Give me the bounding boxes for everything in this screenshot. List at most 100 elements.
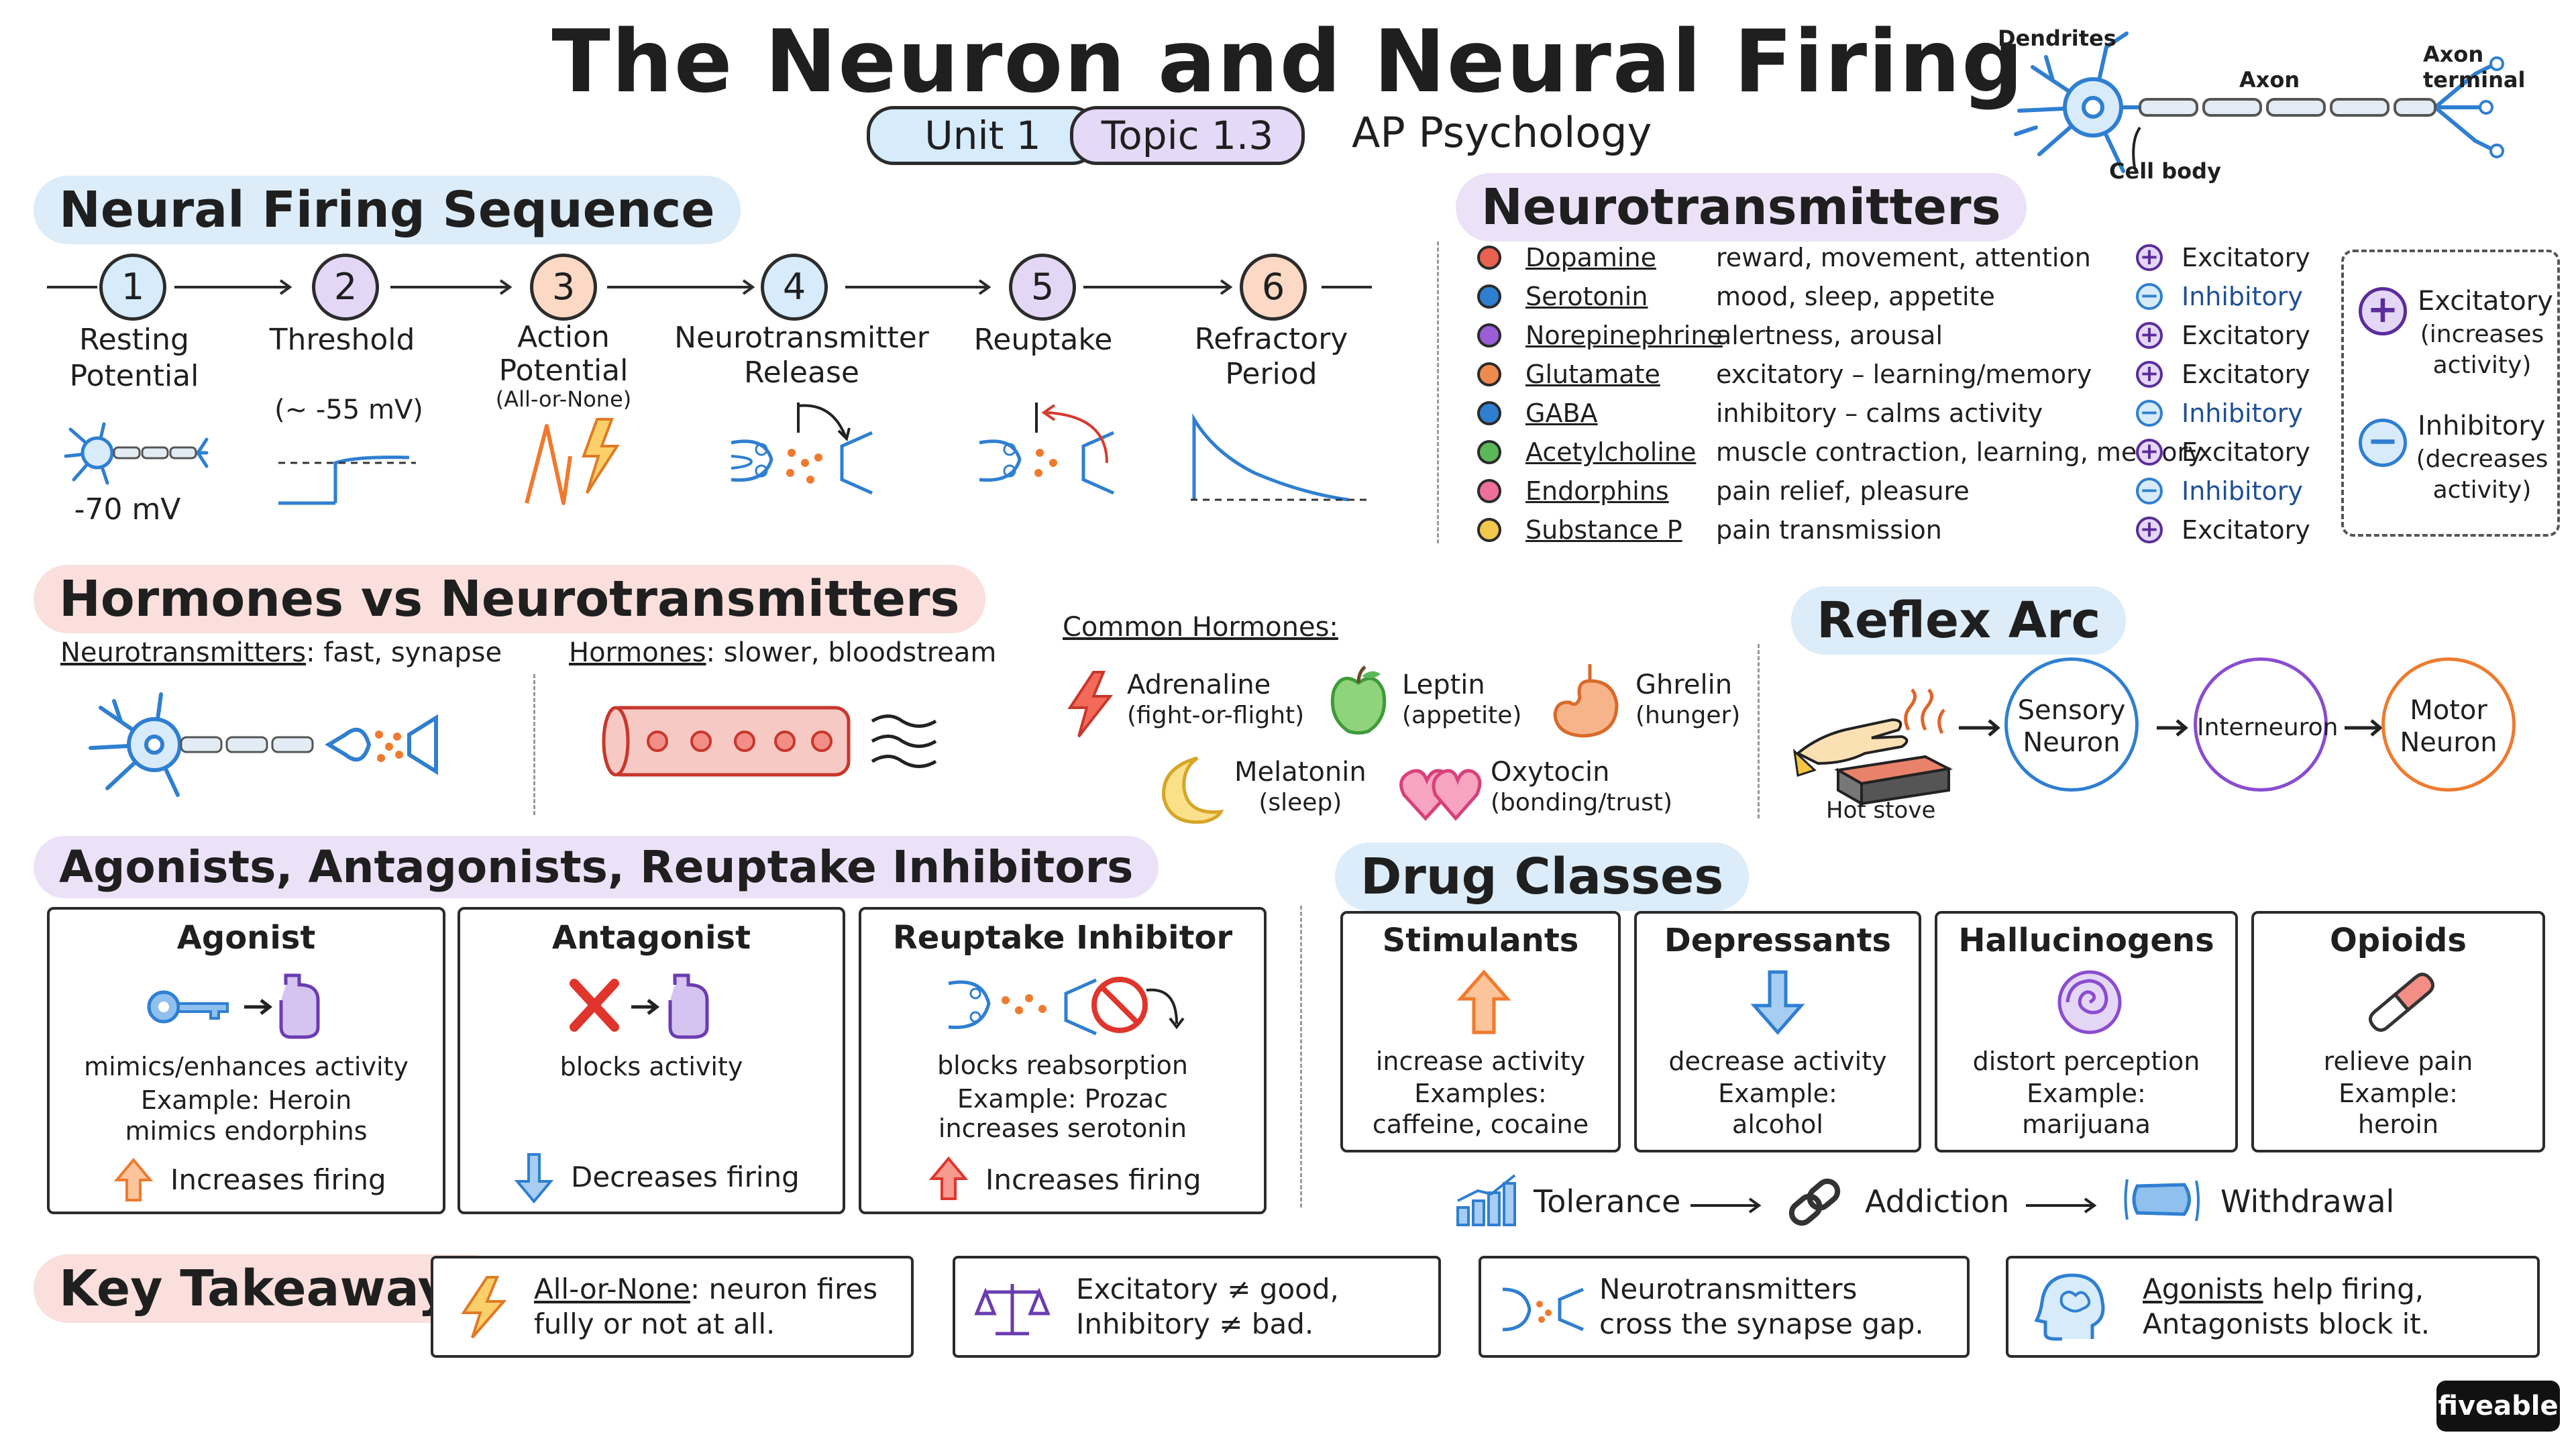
bar-chart-icon xyxy=(1456,1174,1516,1226)
antagonist-title: Antagonist xyxy=(551,919,751,957)
balance-scale-icon xyxy=(974,1284,1051,1336)
topic-badge: Topic 1.3 xyxy=(1070,106,1305,165)
tolerance-label: Tolerance xyxy=(1534,1183,1681,1220)
hormone-melatonin-desc: (sleep) xyxy=(1258,789,1342,816)
agonist-example: Example: Heroin xyxy=(140,1085,352,1115)
hormone-adrenaline-desc: (fight-or-flight) xyxy=(1127,702,1305,729)
nt-name: Dopamine xyxy=(1525,243,1656,272)
synapse-gap-icon xyxy=(1502,1287,1584,1332)
legend-excitatory-label: Excitatory xyxy=(2418,286,2553,317)
block-receptor-icon xyxy=(570,973,709,1039)
antagonist-desc: blocks activity xyxy=(559,1052,743,1081)
neuron-diagram xyxy=(2014,32,2504,173)
opioids-card: Opioids relieve pain Example: heroin xyxy=(2251,911,2545,1152)
nt-function: mood, sleep, appetite xyxy=(1716,282,1995,311)
hormone-term: Hormones xyxy=(569,637,706,668)
reuptake-inhibitor-title: Reuptake Inhibitor xyxy=(892,919,1233,957)
nt-name: Glutamate xyxy=(1525,360,1660,389)
excitatory-plus-icon: + xyxy=(2359,287,2407,335)
nt-name: Substance P xyxy=(1525,515,1682,545)
depressants-example: Example: xyxy=(1718,1079,1837,1108)
step-3-label: Action Potential xyxy=(498,320,629,388)
depressants-card: Depressants decrease activity Example: a… xyxy=(1634,911,1921,1152)
minus-icon: − xyxy=(2136,478,2163,504)
reuptake-inhibitor-example: Example: Prozac xyxy=(957,1084,1169,1114)
stimulants-desc: increase activity xyxy=(1375,1046,1586,1076)
takeaway-2-line2: Inhibitory ≠ bad. xyxy=(1076,1307,1314,1340)
blood-vessel-icon xyxy=(602,706,937,777)
minus-icon: − xyxy=(2136,283,2163,310)
axon-terminal-label: Axon terminal xyxy=(2423,42,2526,93)
nt-name: GABA xyxy=(1525,398,1598,428)
dendrites-label: Dendrites xyxy=(1998,25,2116,51)
firing-sequence-heading: Neural Firing Sequence xyxy=(34,176,741,244)
down-arrow-icon xyxy=(514,1153,554,1204)
hormone-melatonin: Melatonin(sleep) xyxy=(1234,757,1366,818)
threshold-graph-icon xyxy=(278,455,416,505)
depressants-title: Depressants xyxy=(1664,922,1892,959)
hormone-leptin-desc: (appetite) xyxy=(1402,702,1522,729)
chain-arrow-1 xyxy=(1690,1197,1762,1214)
hallucinogens-example: Example: xyxy=(2027,1079,2146,1108)
minus-icon: − xyxy=(2136,400,2163,427)
hormone-oxytocin-desc: (bonding/trust) xyxy=(1491,789,1673,816)
hormone-desc: : slower, bloodstream xyxy=(706,637,997,668)
nt-type: Excitatory xyxy=(2182,515,2310,545)
addiction-label: Addiction xyxy=(1865,1183,2010,1220)
nt-function: muscle contraction, learning, memory xyxy=(1716,437,2203,467)
nt-definition: Neurotransmitters: fast, synapse xyxy=(60,637,502,668)
refractory-graph-icon xyxy=(1191,413,1372,502)
hormone-oxytocin-name: Oxytocin xyxy=(1491,757,1610,788)
step-2-circle: 2 xyxy=(312,254,379,321)
axon-label: Axon xyxy=(2239,67,2300,93)
unit-badge: Unit 1 xyxy=(867,106,1099,165)
shaking-hands-icon xyxy=(2124,1179,2200,1222)
opioids-desc: relieve pain xyxy=(2323,1046,2473,1076)
cell-body-label: Cell body xyxy=(2109,158,2221,184)
nt-color-dot xyxy=(1477,284,1501,309)
nt-function: alertness, arousal xyxy=(1716,321,1943,350)
opioids-example: Example: xyxy=(2339,1079,2458,1108)
hallucinogens-example-detail: marijuana xyxy=(2022,1110,2151,1139)
takeaway-excitatory: Excitatory ≠ good, Inhibitory ≠ bad. xyxy=(953,1256,1441,1358)
up-arrow-icon xyxy=(113,1157,154,1201)
takeaway-1-line1: All-or-None: neuron fires xyxy=(534,1272,877,1307)
nt-function: excitatory – learning/memory xyxy=(1716,360,2092,389)
takeaway-3-line2: cross the synapse gap. xyxy=(1599,1307,1924,1340)
fiveable-logo[interactable]: fiveable xyxy=(2436,1381,2560,1432)
legend-inhibitory-desc: (decreases activity) xyxy=(2416,445,2548,504)
step-6-label: Refractory Period xyxy=(1194,322,1348,391)
hot-stove-label: Hot stove xyxy=(1826,797,1936,824)
takeaway-1-rest: : neuron fires xyxy=(690,1273,878,1305)
hormone-ghrelin: Ghrelin(hunger) xyxy=(1635,669,1740,731)
motor-neuron-node: Motor Neuron xyxy=(2381,657,2516,792)
hallucinogens-desc: distort perception xyxy=(1972,1046,2200,1076)
reuptake-inhibitor-example-detail: increases serotonin xyxy=(938,1114,1187,1143)
neuron-synapse-icon xyxy=(89,692,438,797)
withdrawal-label: Withdrawal xyxy=(2220,1183,2395,1220)
plus-icon: + xyxy=(2136,361,2163,388)
chain-arrow-2 xyxy=(2026,1197,2097,1214)
resting-value: -70 mV xyxy=(74,492,181,527)
lightning-icon xyxy=(1067,671,1114,738)
hormone-adrenaline-name: Adrenaline xyxy=(1127,669,1271,700)
hormone-oxytocin: Oxytocin(bonding/trust) xyxy=(1491,757,1672,818)
hormone-melatonin-name: Melatonin xyxy=(1234,757,1366,788)
up-arrow-red-icon xyxy=(928,1156,969,1200)
stimulant-up-arrow-icon xyxy=(1456,969,1511,1034)
all-or-none-note: (All-or-None) xyxy=(495,386,632,412)
takeaway-4-line2: Antagonists block it. xyxy=(2143,1307,2430,1340)
antagonist-effect: Decreases firing xyxy=(571,1161,800,1193)
nt-type: Inhibitory xyxy=(2182,282,2303,311)
antagonist-card: Antagonist blocks activity Decreases fir… xyxy=(458,907,845,1214)
nt-type: Inhibitory xyxy=(2182,398,2303,428)
inhibitory-minus-icon: − xyxy=(2359,419,2407,467)
plus-icon: + xyxy=(2136,517,2163,543)
interneuron-node: Interneuron xyxy=(2194,657,2339,792)
reuptake-inhibitor-card: Reuptake Inhibitor blocks reabsorption E… xyxy=(859,907,1267,1214)
pill-icon xyxy=(2369,972,2434,1032)
sensory-neuron-node: Sensory Neuron xyxy=(2004,657,2139,792)
